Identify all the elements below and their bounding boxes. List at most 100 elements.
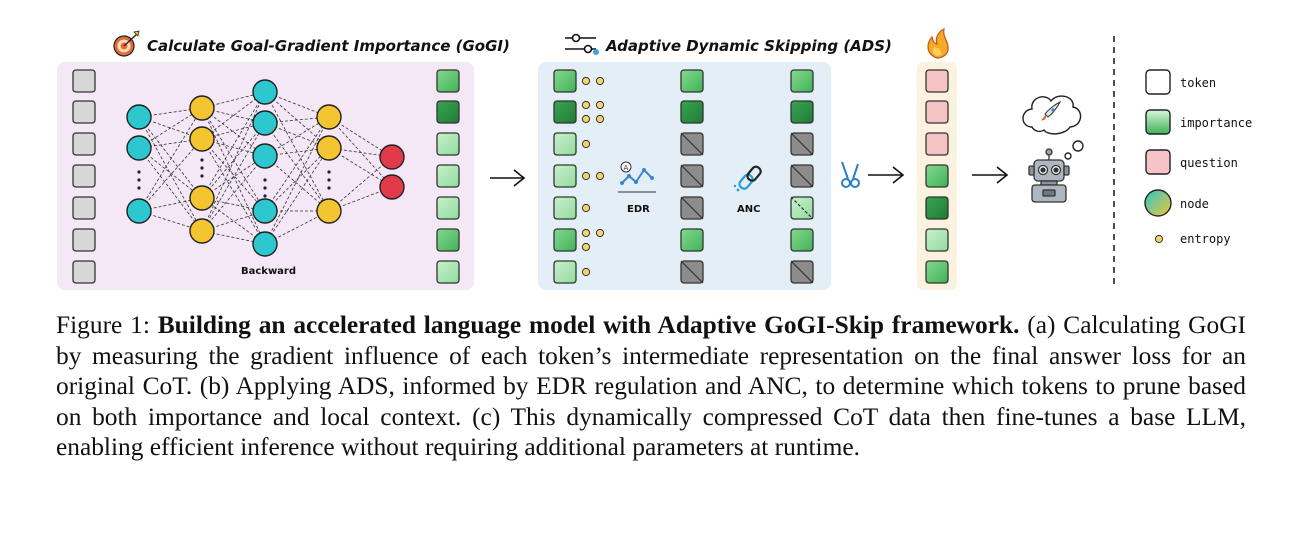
network-node bbox=[379, 174, 405, 200]
token-box bbox=[72, 69, 96, 93]
arrow-right-icon bbox=[490, 169, 526, 187]
scissors-icon bbox=[841, 161, 860, 188]
network-edge bbox=[328, 116, 393, 188]
network-node bbox=[252, 198, 278, 224]
network-edge bbox=[201, 197, 266, 245]
token-box bbox=[72, 260, 96, 284]
ads-token-column-3 bbox=[790, 69, 814, 284]
importance-box bbox=[925, 196, 949, 220]
importance-box bbox=[790, 228, 814, 252]
network-node bbox=[189, 218, 215, 244]
network-edge bbox=[264, 155, 330, 212]
network-node bbox=[379, 144, 405, 170]
network-node bbox=[252, 79, 278, 105]
network-edge bbox=[201, 91, 266, 232]
legend-token-label: token bbox=[1180, 76, 1216, 90]
network-edge bbox=[138, 138, 203, 212]
network-node bbox=[252, 231, 278, 257]
panel-ads: Adaptive Dynamic Skipping (ADS) A bbox=[538, 33, 892, 290]
network-node bbox=[252, 110, 278, 136]
importance-box bbox=[553, 100, 577, 124]
legend-question-label: question bbox=[1180, 156, 1238, 170]
ads-token-column-1 bbox=[553, 69, 577, 284]
importance-box bbox=[436, 132, 460, 156]
network-edge bbox=[138, 116, 203, 232]
network-edge bbox=[201, 107, 266, 157]
token-box bbox=[72, 164, 96, 188]
importance-box bbox=[925, 260, 949, 284]
importance-box bbox=[790, 69, 814, 93]
network-edge bbox=[264, 116, 330, 212]
token-box bbox=[72, 228, 96, 252]
importance-box bbox=[436, 260, 460, 284]
importance-box bbox=[553, 228, 577, 252]
network-edge bbox=[201, 107, 266, 212]
input-token-column bbox=[72, 69, 96, 284]
panel-gogi: Calculate Goal-Gradient Importance (GoGI… bbox=[57, 30, 510, 290]
network-edge bbox=[138, 107, 203, 212]
ellipsis-dots bbox=[137, 158, 331, 198]
rocket-icon bbox=[1040, 100, 1062, 121]
question-box bbox=[925, 100, 949, 124]
edr-chart-icon: A bbox=[618, 161, 656, 193]
network-edge bbox=[201, 122, 266, 232]
importance-box bbox=[436, 69, 460, 93]
network-node bbox=[189, 185, 215, 211]
caption-prefix: Figure 1: bbox=[56, 311, 158, 339]
caption-body: (a) Calculating GoGI by measuring the gr… bbox=[56, 311, 1246, 461]
network-edge bbox=[264, 91, 330, 212]
importance-box bbox=[553, 196, 577, 220]
fire-icon bbox=[927, 27, 949, 59]
network-edge bbox=[138, 116, 203, 199]
importance-box bbox=[436, 100, 460, 124]
caption-bold-title: Building an accelerated language model w… bbox=[157, 311, 1020, 339]
importance-box bbox=[436, 228, 460, 252]
network-edge bbox=[264, 122, 330, 212]
importance-box bbox=[553, 164, 577, 188]
network-edge bbox=[138, 147, 203, 199]
network-edge bbox=[201, 138, 266, 245]
network-node bbox=[189, 126, 215, 152]
network-nodes bbox=[126, 79, 405, 257]
network-node bbox=[126, 104, 152, 130]
network-edge bbox=[201, 155, 266, 232]
network-node bbox=[252, 143, 278, 169]
panel-gogi-background bbox=[57, 62, 474, 290]
network-edge bbox=[138, 147, 203, 232]
network-edge bbox=[201, 122, 266, 199]
legend-importance-swatch bbox=[1145, 109, 1171, 135]
figure-caption: Figure 1: Building an accelerated langua… bbox=[56, 310, 1246, 463]
question-box bbox=[925, 69, 949, 93]
network-node bbox=[126, 198, 152, 224]
importance-box bbox=[790, 100, 814, 124]
backward-label: Backward bbox=[241, 266, 296, 277]
network-edge bbox=[264, 147, 330, 245]
legend-token-swatch bbox=[1145, 69, 1171, 95]
robot-icon bbox=[1028, 148, 1070, 203]
svg-text:A: A bbox=[624, 164, 629, 172]
importance-box bbox=[680, 100, 704, 124]
arrow-right-icon bbox=[868, 166, 905, 184]
compressed-cot-strip bbox=[917, 27, 957, 290]
ads-title: Adaptive Dynamic Skipping (ADS) bbox=[605, 37, 892, 55]
network-node bbox=[316, 198, 342, 224]
legend-importance-label: importance bbox=[1180, 116, 1252, 130]
legend: token importance question node entropy bbox=[1144, 69, 1252, 246]
network-edge bbox=[201, 91, 266, 199]
gogi-title: Calculate Goal-Gradient Importance (GoGI… bbox=[147, 37, 510, 55]
network-edge bbox=[201, 138, 266, 212]
legend-entropy-label: entropy bbox=[1180, 232, 1231, 246]
network-edge bbox=[264, 116, 330, 245]
network-node bbox=[316, 104, 342, 130]
thought-bubble-icon bbox=[1022, 95, 1084, 160]
token-box bbox=[72, 132, 96, 156]
target-icon bbox=[113, 30, 140, 57]
network-node bbox=[316, 135, 342, 161]
importance-box bbox=[925, 228, 949, 252]
importance-box bbox=[436, 164, 460, 188]
legend-node-swatch bbox=[1144, 189, 1172, 217]
token-box bbox=[72, 100, 96, 124]
importance-box bbox=[553, 132, 577, 156]
importance-box bbox=[680, 69, 704, 93]
legend-question-swatch bbox=[1145, 149, 1171, 175]
